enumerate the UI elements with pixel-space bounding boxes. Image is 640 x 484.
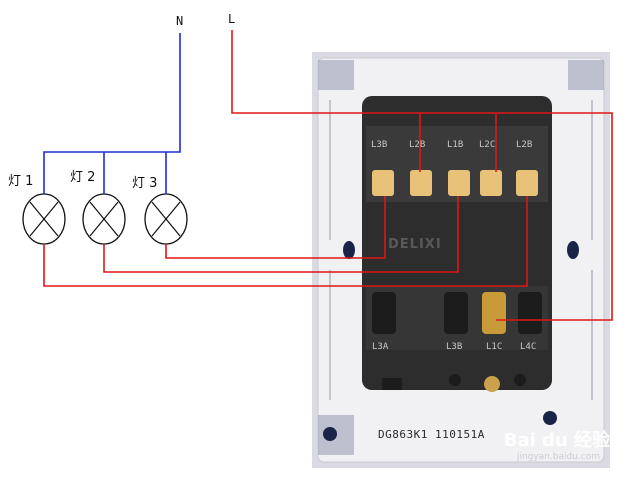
switch-model-number: DG863K1 110151A bbox=[378, 428, 485, 441]
screw-bottom bbox=[484, 376, 500, 392]
corner-tab bbox=[318, 60, 354, 90]
lamp-3 bbox=[144, 193, 188, 245]
watermark: Bai du 经验 bbox=[503, 430, 610, 451]
neutral-label: N bbox=[176, 14, 184, 28]
module-foot bbox=[382, 378, 402, 390]
switch-brand: DELIXI bbox=[388, 237, 442, 252]
mount-hole-right bbox=[567, 241, 579, 259]
terminal-screw bbox=[410, 170, 432, 196]
corner-tab bbox=[568, 60, 604, 90]
neutral-wire bbox=[43, 33, 181, 194]
terminal-bottom-label: L3B bbox=[446, 342, 463, 352]
terminal-slot bbox=[372, 292, 396, 334]
terminal-slot bbox=[444, 292, 468, 334]
watermark-url: jingyan.baidu.com bbox=[516, 452, 600, 462]
terminal-bottom-label: L1C bbox=[486, 342, 503, 352]
lamp-2-label: 灯 2 bbox=[70, 170, 96, 185]
screw-bottom bbox=[514, 374, 526, 386]
bottom-slots bbox=[372, 292, 542, 334]
terminal-top-label: L1B bbox=[447, 140, 464, 150]
top-terminals bbox=[372, 170, 538, 196]
lamp-return-wires bbox=[43, 196, 528, 287]
lamp-1-label: 灯 1 bbox=[8, 174, 34, 189]
terminal-top-label: L2B bbox=[409, 140, 426, 150]
plate-ribs bbox=[329, 100, 593, 400]
mount-hole-left bbox=[343, 241, 355, 259]
terminal-bottom-label: L4C bbox=[520, 342, 537, 352]
terminal-screw bbox=[516, 170, 538, 196]
lamp-2 bbox=[82, 193, 126, 245]
lamp-1 bbox=[22, 193, 66, 245]
terminal-top-label: L2B bbox=[516, 140, 533, 150]
terminal-slot-active bbox=[482, 292, 506, 334]
live-wire bbox=[231, 30, 613, 321]
screw-bottom bbox=[449, 374, 461, 386]
terminal-screw bbox=[480, 170, 502, 196]
lamp-3-label: 灯 3 bbox=[132, 176, 158, 191]
terminal-slot bbox=[518, 292, 542, 334]
terminal-top-label: L2C bbox=[479, 140, 496, 150]
mount-hole-corner bbox=[543, 411, 557, 425]
terminal-bottom-label: L3A bbox=[372, 342, 389, 352]
terminal-top-label: L3B bbox=[371, 140, 388, 150]
mount-hole-corner bbox=[323, 427, 337, 441]
terminal-screw bbox=[372, 170, 394, 196]
terminal-screw bbox=[448, 170, 470, 196]
live-label: L bbox=[228, 12, 236, 26]
